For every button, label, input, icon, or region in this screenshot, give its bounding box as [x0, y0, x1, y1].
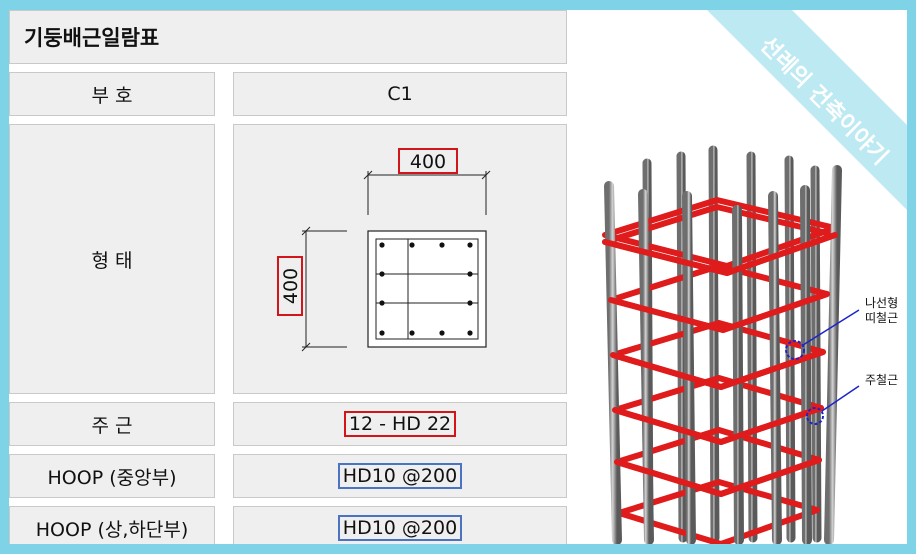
rebar-cage-illustration: 선레의 건축이야기 — [602, 10, 907, 544]
row-label-symbol: 부 호 — [9, 72, 215, 116]
row-label-main-bar: 주 근 — [9, 402, 215, 446]
height-dimension: 400 — [280, 268, 302, 304]
row-value-hoop-mid: HD10 @200 — [233, 454, 567, 498]
row-label-hoop-end: HOOP (상,하단부) — [9, 506, 215, 544]
main-bar-marker — [806, 407, 824, 425]
column-section-drawing: 400 400 — [277, 148, 491, 352]
table-title: 기둥배근일람표 — [9, 10, 567, 64]
hoop-mid-spec: HD10 @200 — [337, 463, 463, 489]
spiral-hoop-marker — [785, 340, 805, 360]
row-value-main-bar: 12 - HD 22 — [233, 402, 567, 446]
row-label-hoop-mid: HOOP (중앙부) — [9, 454, 215, 498]
row-value-symbol: C1 — [233, 72, 567, 116]
width-dimension: 400 — [410, 151, 446, 173]
content-frame: 기둥배근일람표 부 호 C1 형 태 400 400 — [9, 10, 907, 544]
row-value-shape: 400 400 — [233, 124, 567, 394]
row-label-shape: 형 태 — [9, 124, 215, 394]
spiral-hoop-label-line1: 나선형 — [865, 296, 898, 310]
main-bar-label: 주철근 — [865, 373, 898, 387]
watermark-ribbon — [707, 10, 907, 210]
spiral-hoop-label-line2: 띠철근 — [865, 311, 898, 325]
main-bar-spec: 12 - HD 22 — [343, 411, 457, 437]
row-value-hoop-end: HD10 @200 — [233, 506, 567, 544]
hoop-end-spec: HD10 @200 — [337, 515, 463, 541]
